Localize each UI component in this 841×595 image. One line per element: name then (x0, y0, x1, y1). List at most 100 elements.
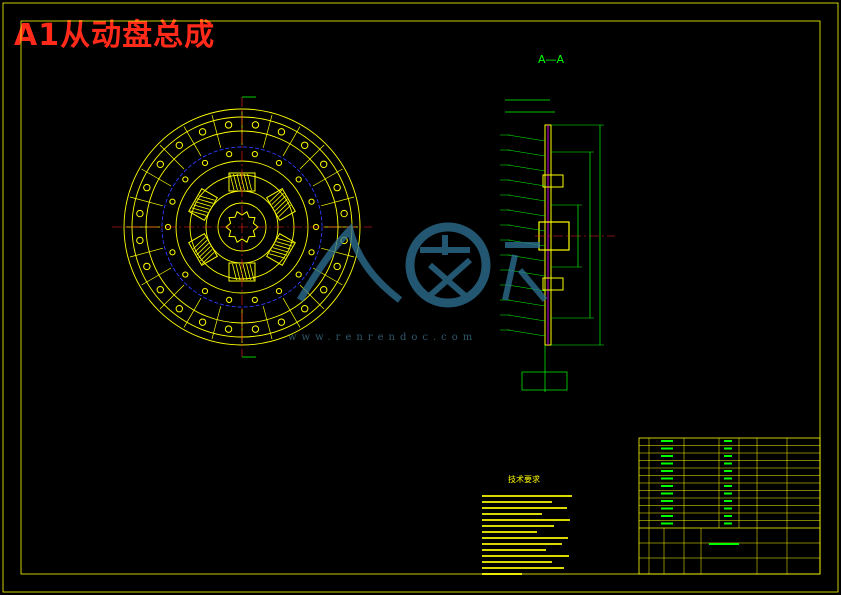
rivet (136, 236, 144, 245)
rivet (226, 296, 233, 303)
segment-line (129, 247, 163, 258)
leader-line (507, 299, 546, 307)
cell-text (724, 515, 732, 517)
cell-text (661, 477, 673, 480)
cell-text (661, 515, 673, 517)
damper-spring (188, 188, 219, 221)
rivet (182, 271, 189, 278)
cell-text (661, 470, 673, 472)
spring-coil (249, 263, 255, 281)
technical-requirements-text (482, 495, 572, 575)
text-line (482, 495, 572, 497)
spring-coil (198, 246, 211, 259)
leader-line (507, 209, 546, 217)
spring-window (188, 233, 219, 266)
cell-text (724, 470, 732, 472)
spring-window (265, 233, 296, 266)
rivet (320, 160, 328, 168)
spring-coil (196, 243, 209, 256)
rivet (201, 159, 209, 167)
rivet (275, 287, 283, 295)
damper-spring (188, 233, 219, 266)
spring-coil (272, 247, 289, 253)
segment-line (282, 297, 301, 328)
text-line (482, 567, 564, 569)
rivet (251, 151, 258, 158)
segment-line (129, 196, 163, 207)
cell-text (724, 522, 732, 525)
cell-text (724, 447, 732, 450)
rivet (333, 262, 341, 271)
segment-line (159, 144, 185, 170)
spring-coil (276, 241, 293, 247)
text-line (482, 519, 570, 521)
leader-line (507, 179, 546, 187)
rivet (277, 128, 286, 136)
rivet (275, 159, 283, 167)
leader-line (507, 329, 546, 337)
damper-spring (228, 172, 256, 192)
section-view-label: A—A (538, 53, 565, 66)
spring-coil (196, 198, 214, 204)
spring-coil (233, 173, 238, 191)
rivet (175, 141, 183, 149)
rivet (308, 249, 315, 256)
watermark-logo-icon (296, 222, 548, 308)
drawing-title: A1从动盘总成 (14, 18, 216, 53)
rivet (251, 121, 260, 129)
cell-text (709, 543, 739, 545)
spring-coil (278, 204, 291, 218)
spring-coil (275, 198, 288, 211)
rivet (295, 271, 302, 278)
cell-text (724, 455, 732, 457)
rivet (251, 325, 260, 333)
rivet (136, 209, 144, 218)
spring-coil (271, 192, 284, 205)
cell-text (661, 462, 673, 465)
segment-line (299, 144, 325, 170)
text-line (482, 555, 569, 557)
title-block (638, 437, 821, 575)
spring-section (542, 174, 564, 188)
rivet (301, 305, 309, 313)
spring-coil (193, 204, 210, 210)
segment-line (321, 247, 355, 258)
segment-line (312, 168, 343, 187)
spring-coil (274, 244, 291, 250)
segment-line (141, 267, 172, 286)
rivet (340, 209, 348, 218)
leader-line (507, 164, 546, 172)
technical-requirements-title: 技术要求 (508, 475, 540, 484)
spring-coil (194, 240, 208, 253)
leader-line (507, 149, 546, 157)
spring-coil (269, 189, 283, 202)
segment-line (262, 306, 273, 340)
spring-window (265, 188, 296, 221)
text-line (482, 507, 567, 509)
spring-coil (229, 173, 235, 191)
cell-text (661, 447, 673, 450)
spring-coil (193, 236, 206, 250)
rivet (308, 198, 315, 205)
disc-ring (161, 146, 323, 308)
rivet (143, 183, 151, 192)
segment-line (159, 284, 185, 310)
damper-spring (265, 188, 296, 221)
cell-text (661, 507, 673, 510)
segment-line (282, 126, 301, 157)
spring-coil (201, 252, 215, 265)
damper-spring (228, 262, 256, 282)
cell-text (661, 500, 673, 502)
spring-coil (242, 263, 248, 281)
spring-coil (273, 195, 286, 208)
spring-section (542, 277, 564, 291)
segment-line (211, 114, 222, 148)
spring-coil (240, 173, 245, 191)
spring-coil (236, 173, 242, 191)
spring-coil (232, 263, 237, 281)
spring-coil (195, 201, 212, 207)
rivet (198, 318, 207, 326)
segment-line (183, 297, 202, 328)
title-block-border (638, 437, 821, 575)
